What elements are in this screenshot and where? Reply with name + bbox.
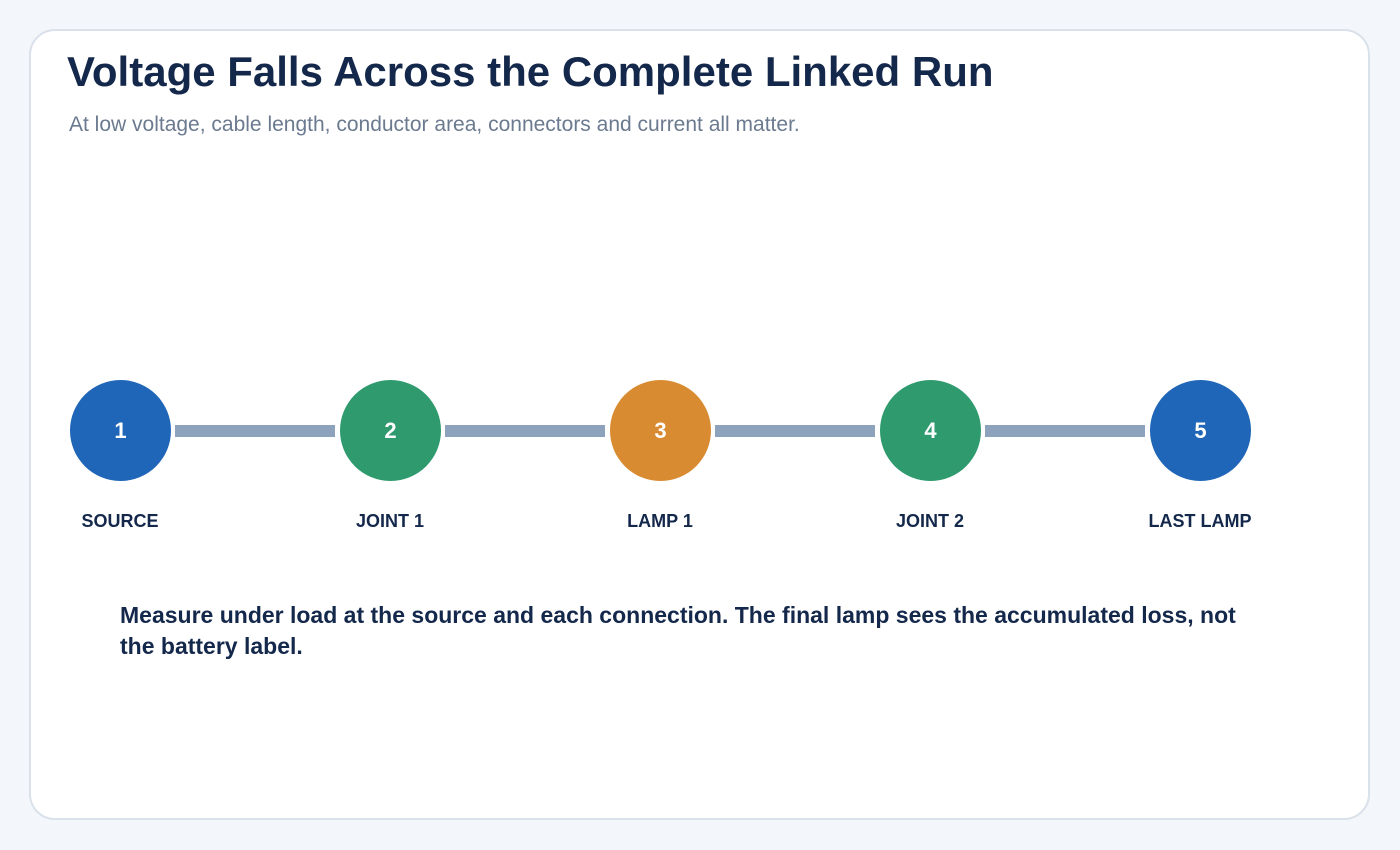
node-lamp-1: 3 [610, 380, 711, 481]
node-number: 5 [1194, 417, 1207, 443]
node-source: 1 [70, 380, 171, 481]
connector-2-3 [445, 425, 605, 437]
node-number: 1 [114, 417, 127, 443]
page-subtitle: At low voltage, cable length, conductor … [69, 113, 800, 136]
node-label-last-lamp: LAST LAMP [1148, 511, 1252, 531]
node-label-lamp-1: LAMP 1 [627, 511, 693, 531]
node-number: 4 [924, 417, 937, 443]
node-label-joint-1: JOINT 1 [355, 511, 425, 531]
node-number: 3 [654, 417, 667, 443]
node-last-lamp: 5 [1150, 380, 1251, 481]
measurement-note: Measure under load at the source and eac… [120, 602, 1236, 659]
connector-3-4 [715, 425, 875, 437]
node-label-source: SOURCE [81, 511, 159, 531]
node-label-joint-2: JOINT 2 [895, 511, 965, 531]
page-title: Voltage Falls Across the Complete Linked… [67, 48, 994, 95]
connector-4-5 [985, 425, 1145, 437]
node-joint-1: 2 [340, 380, 441, 481]
node-joint-2: 4 [880, 380, 981, 481]
node-number: 2 [384, 417, 397, 443]
connector-1-2 [175, 425, 335, 437]
